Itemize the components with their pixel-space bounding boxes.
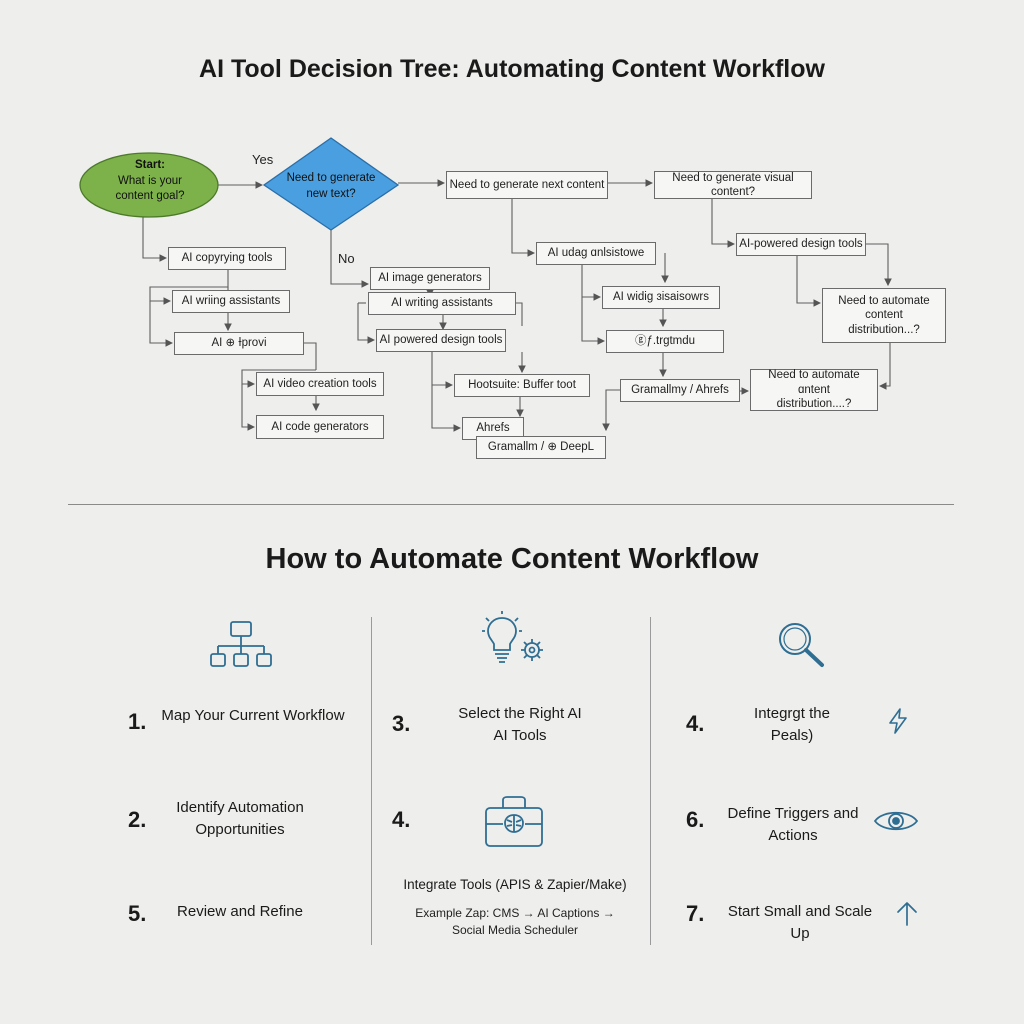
step-review-refine: Review and Refine — [160, 901, 320, 923]
step-number-4-right: 4. — [686, 711, 705, 736]
box-automate-distribution-2: Need to automate ɑntent distribution....… — [750, 369, 878, 411]
eye-icon — [873, 811, 919, 831]
box-writing-assistants-2: AI writing assistants — [368, 292, 516, 315]
box-image-generators: AI image generators — [370, 267, 490, 290]
box-ftrgtmdu: ⓖƒ.trgtmdu — [606, 330, 724, 353]
step-select-line1: Select the Right AI — [458, 705, 582, 722]
step-integrate-peals: Integrgt the Peals) — [722, 703, 862, 747]
step-integrate-line1: Integrgt the — [754, 705, 830, 722]
box-next-content: Need to generate next content — [446, 171, 608, 199]
step-map-workflow-line1: Map Your Current Workflow — [161, 707, 345, 724]
no-label: No — [338, 251, 355, 266]
lightning-icon — [889, 708, 907, 734]
step-start-small: Start Small and Scale Up — [718, 901, 882, 945]
step-number-5: 5. — [128, 901, 147, 926]
step-map-workflow: Map Your Current Workflow — [160, 705, 346, 727]
box-hootsuite: Hootsuite: Buffer toot — [454, 374, 590, 397]
automate2-line1: Need to automate ɑntent — [768, 369, 860, 396]
integrate-tools-title: Integrate Tools (APIS & Zapier/Make) — [403, 877, 627, 892]
lightbulb-gear-icon — [482, 611, 543, 663]
box-visual-content: Need to generate visual content? — [654, 171, 812, 199]
step-triggers-line1: Define Triggers and — [727, 805, 859, 822]
box-ahrefs: Ahrefs — [462, 417, 524, 440]
section-title: How to Automate Content Workflow — [265, 543, 759, 575]
step-number-6: 6. — [686, 807, 705, 832]
step-select-line2: AI Tools — [493, 726, 547, 744]
box-widig: AI widig ɜisaisowrs — [602, 286, 720, 309]
box-powered-design: AI powered design tools — [376, 329, 506, 352]
box-video-creation: AI video creation tools — [256, 372, 384, 396]
box-ai-powered-design: AI-powered design tools — [736, 233, 866, 256]
box-grammarly-deepl: Gramallm / ⊕ DeepL — [476, 436, 606, 459]
toolbox-icon — [485, 796, 543, 847]
step-start-small-line1: Start Small and Scale Up — [727, 903, 873, 942]
step-number-4-middle: 4. — [392, 807, 411, 832]
step-number-7: 7. — [686, 901, 705, 926]
step-triggers-line2: Actions — [768, 826, 818, 844]
step-identify-line2: Opportunities — [195, 820, 285, 838]
box-writing-assistants-1: AI wriing assistants — [172, 290, 290, 313]
automate1-line3: distribution...? — [848, 323, 920, 336]
yes-label: Yes — [252, 152, 274, 167]
box-udag: AI udag ɑnlsistowe — [536, 242, 656, 265]
box-code-generators: AI code generators — [256, 415, 384, 439]
section-divider — [68, 504, 954, 505]
step-identify-line1: Identify Automation — [176, 799, 304, 816]
step-select-tools: Select the Right AI AI Tools — [440, 703, 600, 747]
diagram-title: AI Tool Decision Tree: Automating Conten… — [199, 55, 825, 83]
flow-connectors — [79, 137, 892, 448]
step-integrate-line2: Peals) — [770, 726, 814, 744]
box-automate-distribution-1: Need to automate content distribution...… — [822, 288, 946, 343]
start-node-line1: Start: — [134, 159, 166, 171]
hierarchy-icon — [210, 621, 272, 667]
box-ai-trprovi: AI ⊕ Ɨprovi — [174, 332, 304, 355]
automate1-line1: Need to automate — [838, 294, 930, 307]
step-number-3: 3. — [392, 711, 411, 736]
step-number-2: 2. — [128, 807, 147, 832]
column-divider-1 — [371, 617, 372, 945]
automate1-line2: content — [865, 309, 903, 322]
automate2-line2: distribution....? — [776, 398, 852, 411]
step-define-triggers: Define Triggers and Actions — [720, 803, 866, 847]
step-review-line1: Review and Refine — [177, 903, 303, 920]
example-zap-line1: Example Zap: CMS → AI Captions → — [415, 906, 615, 920]
example-zap-line2: Social Media Scheduler — [451, 923, 579, 938]
start-node-line2: What is your — [118, 174, 182, 187]
start-node-line3: content goal? — [115, 190, 185, 203]
decision-node-line2: new text? — [306, 187, 356, 200]
box-grammarly-ahrefs: Gramallmy / Ahrefs — [620, 379, 740, 402]
magnifier-icon — [779, 623, 824, 667]
start-node: Start: What is your content goal? — [95, 158, 205, 205]
step-identify-opportunities: Identify Automation Opportunities — [150, 797, 330, 841]
decision-node: Need to generate new text? — [278, 171, 384, 202]
column-divider-2 — [650, 617, 651, 945]
decision-node-line1: Need to generate — [286, 172, 376, 184]
step-number-1: 1. — [128, 709, 147, 734]
integrate-example-zap: Example Zap: CMS → AI Captions → Social … — [388, 905, 642, 940]
box-copywriting: AI copyrying tools — [168, 247, 286, 270]
arrow-up-icon — [897, 902, 917, 926]
